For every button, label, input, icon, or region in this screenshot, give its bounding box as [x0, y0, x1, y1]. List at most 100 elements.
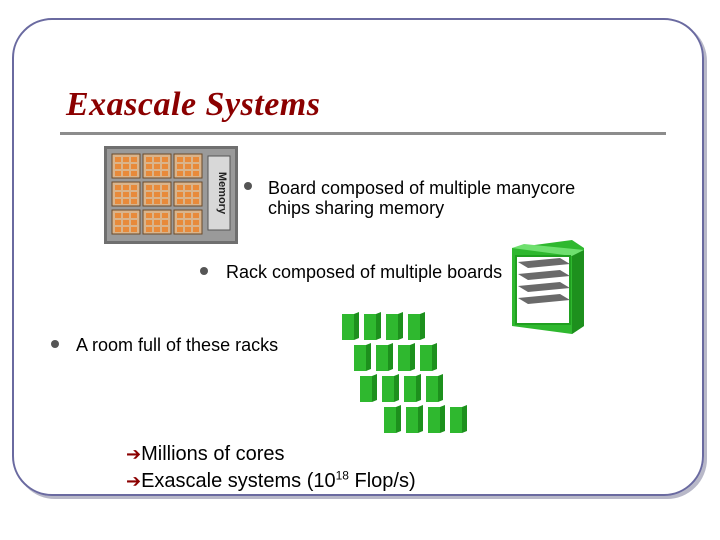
- core-icon: [123, 164, 129, 169]
- core-icon: [115, 171, 121, 176]
- core-icon: [177, 157, 183, 162]
- rack-side-icon: [416, 374, 421, 402]
- core-icon: [131, 164, 137, 169]
- rack-side-icon: [438, 374, 443, 402]
- rack-icon: [342, 314, 354, 340]
- core-icon: [193, 171, 199, 176]
- slide-title: Exascale Systems: [66, 86, 321, 123]
- core-icon: [193, 227, 199, 232]
- core-icon: [146, 164, 152, 169]
- core-icon: [193, 157, 199, 162]
- core-icon: [131, 185, 137, 190]
- core-icon: [123, 227, 129, 232]
- rack-icon: [384, 407, 396, 433]
- core-icon: [146, 213, 152, 218]
- rack-icon: [408, 314, 420, 340]
- core-icon: [177, 192, 183, 197]
- core-icon: [146, 171, 152, 176]
- core-icon: [162, 220, 168, 225]
- core-icon: [185, 227, 191, 232]
- core-icon: [193, 192, 199, 197]
- core-icon: [131, 220, 137, 225]
- rack-icon: [364, 314, 376, 340]
- core-icon: [154, 227, 160, 232]
- core-icon: [123, 185, 129, 190]
- rack-side-icon: [418, 405, 423, 433]
- core-icon: [185, 171, 191, 176]
- core-icon: [154, 220, 160, 225]
- core-icon: [131, 171, 137, 176]
- conclusion-cores-text: Millions of cores: [141, 443, 285, 465]
- bullet-dot-icon: [51, 340, 59, 348]
- rack-illustration: [512, 240, 584, 334]
- core-icon: [162, 227, 168, 232]
- conclusion-exascale-prefix: Exascale systems (10: [141, 470, 336, 492]
- conclusion-line-exascale: ➔Exascale systems (1018 Flop/s): [126, 469, 416, 494]
- core-icon: [177, 213, 183, 218]
- rack-icon: [376, 345, 388, 371]
- core-icon: [123, 199, 129, 204]
- right-arrow-icon: ➔: [126, 444, 142, 465]
- slide-frame: [12, 18, 704, 496]
- rack-side-icon: [398, 312, 403, 340]
- conclusion-exascale-suffix: Flop/s): [348, 470, 416, 492]
- core-icon: [131, 213, 137, 218]
- core-icon: [115, 213, 121, 218]
- rack-icon: [420, 345, 432, 371]
- core-icon: [123, 157, 129, 162]
- rack-icon: [382, 376, 394, 402]
- rack-side-icon: [420, 312, 425, 340]
- core-icon: [154, 213, 160, 218]
- right-arrow-icon: ➔: [126, 471, 142, 492]
- rack-side-icon: [462, 405, 467, 433]
- rack-side-icon: [388, 343, 393, 371]
- bullet-dot-icon: [244, 182, 252, 190]
- conclusion-exponent: 18: [335, 468, 349, 483]
- title-underline: [60, 132, 666, 135]
- bullet-dot-icon: [200, 267, 208, 275]
- core-icon: [115, 220, 121, 225]
- core-icon: [162, 192, 168, 197]
- core-icon: [185, 213, 191, 218]
- core-icon: [115, 199, 121, 204]
- core-icon: [146, 220, 152, 225]
- core-icon: [115, 185, 121, 190]
- rack-side-icon: [372, 374, 377, 402]
- rack-side-icon: [432, 343, 437, 371]
- core-icon: [123, 192, 129, 197]
- core-icon: [177, 199, 183, 204]
- core-icon: [146, 199, 152, 204]
- rack-icon: [450, 407, 462, 433]
- core-icon: [177, 185, 183, 190]
- core-icon: [146, 185, 152, 190]
- core-icon: [162, 171, 168, 176]
- core-icon: [162, 164, 168, 169]
- room-of-racks-illustration: [342, 312, 467, 433]
- core-icon: [123, 213, 129, 218]
- core-icon: [115, 192, 121, 197]
- core-icon: [123, 171, 129, 176]
- core-icon: [115, 227, 121, 232]
- rack-icon: [360, 376, 372, 402]
- bullet-room-text: A room full of these racks: [76, 335, 279, 355]
- core-icon: [177, 220, 183, 225]
- rack-side-icon: [394, 374, 399, 402]
- core-icon: [154, 199, 160, 204]
- core-icon: [162, 199, 168, 204]
- bullet-rack-text: Rack composed of multiple boards: [226, 262, 503, 282]
- memory-label: Memory: [216, 172, 228, 215]
- core-icon: [131, 199, 137, 204]
- core-icon: [177, 227, 183, 232]
- core-icon: [154, 164, 160, 169]
- core-icon: [185, 157, 191, 162]
- core-icon: [154, 192, 160, 197]
- core-icon: [185, 185, 191, 190]
- core-icon: [193, 185, 199, 190]
- core-icon: [162, 185, 168, 190]
- core-icon: [193, 213, 199, 218]
- rack-side-icon: [396, 405, 401, 433]
- rack-icon: [404, 376, 416, 402]
- conclusion-line-cores: ➔Millions of cores: [126, 442, 284, 467]
- core-icon: [123, 220, 129, 225]
- core-icon: [177, 171, 183, 176]
